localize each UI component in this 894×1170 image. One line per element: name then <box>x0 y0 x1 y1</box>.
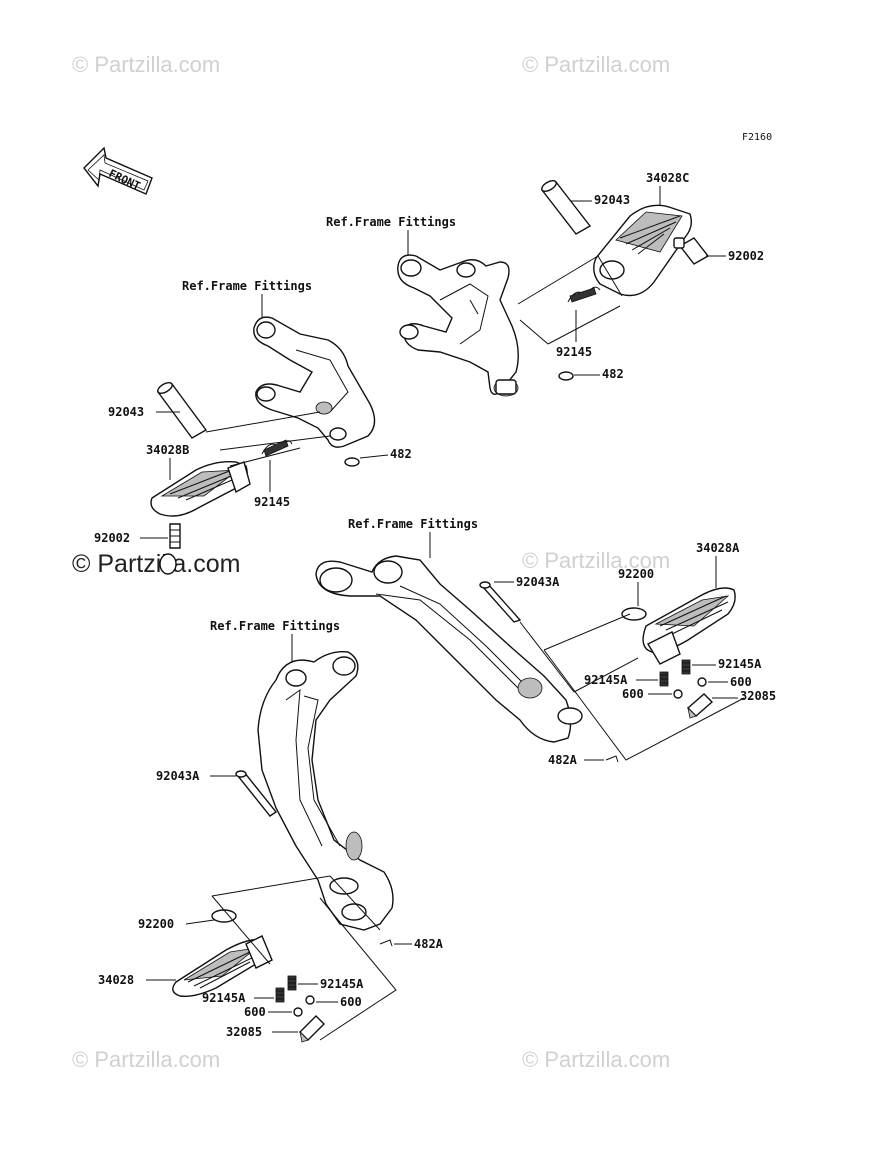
pin-92043A-left <box>235 770 278 817</box>
part-label-92145-ul: 92145 <box>254 495 290 509</box>
footpeg-34028C <box>593 204 693 297</box>
part-label-92145A-ll-r: 92145A <box>320 977 364 991</box>
ball-600-right-a <box>697 677 707 687</box>
spring-92145A-right-b <box>659 671 669 687</box>
spring-92145-right <box>567 286 601 303</box>
part-label-92043-ul: 92043 <box>108 405 144 419</box>
watermark-bottom-right: © Partzilla.com <box>522 1047 670 1072</box>
upper-right-assembly: Ref.Frame Fittings 92043 34028C <box>326 171 764 397</box>
part-label-92200-lr: 92200 <box>618 567 654 581</box>
ref-label-upper-right: Ref.Frame Fittings <box>326 215 456 229</box>
front-arrow-icon: FRONT <box>83 146 153 195</box>
ref-label-lower-left: Ref.Frame Fittings <box>210 619 340 633</box>
footpeg-34028 <box>172 935 273 998</box>
part-label-92002-ur: 92002 <box>728 249 764 263</box>
part-label-482-ul: 482 <box>390 447 412 461</box>
spring-92145A-left-b <box>275 987 285 1003</box>
pin-32085-right <box>686 693 714 719</box>
part-label-92043-ur: 92043 <box>594 193 630 207</box>
bolt-92002-right <box>673 237 710 265</box>
watermark-mid-left: © Partzilla.com <box>72 550 240 578</box>
part-label-482-ur: 482 <box>602 367 624 381</box>
part-label-34028: 34028 <box>98 973 134 987</box>
washer-92200-right <box>621 607 647 621</box>
part-label-600-ll-r: 600 <box>340 995 362 1009</box>
washer-482-left <box>344 457 360 467</box>
upper-left-assembly: Ref.Frame Fittings 92043 34028B 92145 <box>94 279 412 575</box>
footpeg-34028A <box>642 587 736 665</box>
lower-left-assembly: Ref.Frame Fittings 92043A 92200 34028 <box>98 619 444 1043</box>
ball-600-right-b <box>673 689 683 699</box>
footpeg-34028B <box>150 460 251 517</box>
part-label-92145A-ll-l: 92145A <box>202 991 246 1005</box>
part-label-92002-ul: 92002 <box>94 531 130 545</box>
watermark-bottom-left: © Partzilla.com <box>72 1047 220 1072</box>
part-label-32085-lr: 32085 <box>740 689 776 703</box>
spring-92145A-right-a <box>681 659 691 675</box>
ref-label-upper-left: Ref.Frame Fittings <box>182 279 312 293</box>
part-label-482A-lr: 482A <box>548 753 578 767</box>
clip-482A-right <box>605 755 619 763</box>
pin-92043-left <box>156 382 208 439</box>
pin-32085-left <box>299 1015 325 1043</box>
watermark-group: © Partzilla.com © Partzilla.com © Partzi… <box>72 52 670 1072</box>
part-label-92043A-ll: 92043A <box>156 769 200 783</box>
clip-482A-left <box>379 939 393 947</box>
part-label-92145-ur: 92145 <box>556 345 592 359</box>
watermark-top-right: © Partzilla.com <box>522 52 670 77</box>
part-label-482A-ll: 482A <box>414 937 444 951</box>
rear-bracket-right <box>397 254 519 395</box>
bolt-92002-left <box>159 523 181 575</box>
brake-arm-left <box>257 651 394 931</box>
watermark-mid-right: © Partzilla.com <box>522 548 670 573</box>
part-label-600-lr-r: 600 <box>730 675 752 689</box>
pin-92043A-right <box>479 581 522 623</box>
part-label-34028B: 34028B <box>146 443 189 457</box>
part-label-34028C: 34028C <box>646 171 689 185</box>
diagram-code: F2160 <box>742 132 772 143</box>
ball-600-left-b <box>293 1007 303 1017</box>
part-label-92043A-lr: 92043A <box>516 575 560 589</box>
lower-right-assembly: Ref.Frame Fittings 92043A 92200 34028A <box>315 517 776 767</box>
part-label-600-lr-l: 600 <box>622 687 644 701</box>
part-label-34028A: 34028A <box>696 541 740 555</box>
pin-92043-right <box>540 180 592 235</box>
part-label-92145A-lr-r: 92145A <box>718 657 762 671</box>
rear-bracket-left <box>253 316 376 448</box>
spring-92145A-left-a <box>287 975 297 991</box>
part-label-32085-ll: 32085 <box>226 1025 262 1039</box>
ref-label-lower-right: Ref.Frame Fittings <box>348 517 478 531</box>
ball-600-left-a <box>305 995 315 1005</box>
part-label-92145A-lr-l: 92145A <box>584 673 628 687</box>
watermark-top-left: © Partzilla.com <box>72 52 220 77</box>
washer-482-right <box>558 371 574 381</box>
part-label-600-ll-l: 600 <box>244 1005 266 1019</box>
part-label-92200-ll: 92200 <box>138 917 174 931</box>
